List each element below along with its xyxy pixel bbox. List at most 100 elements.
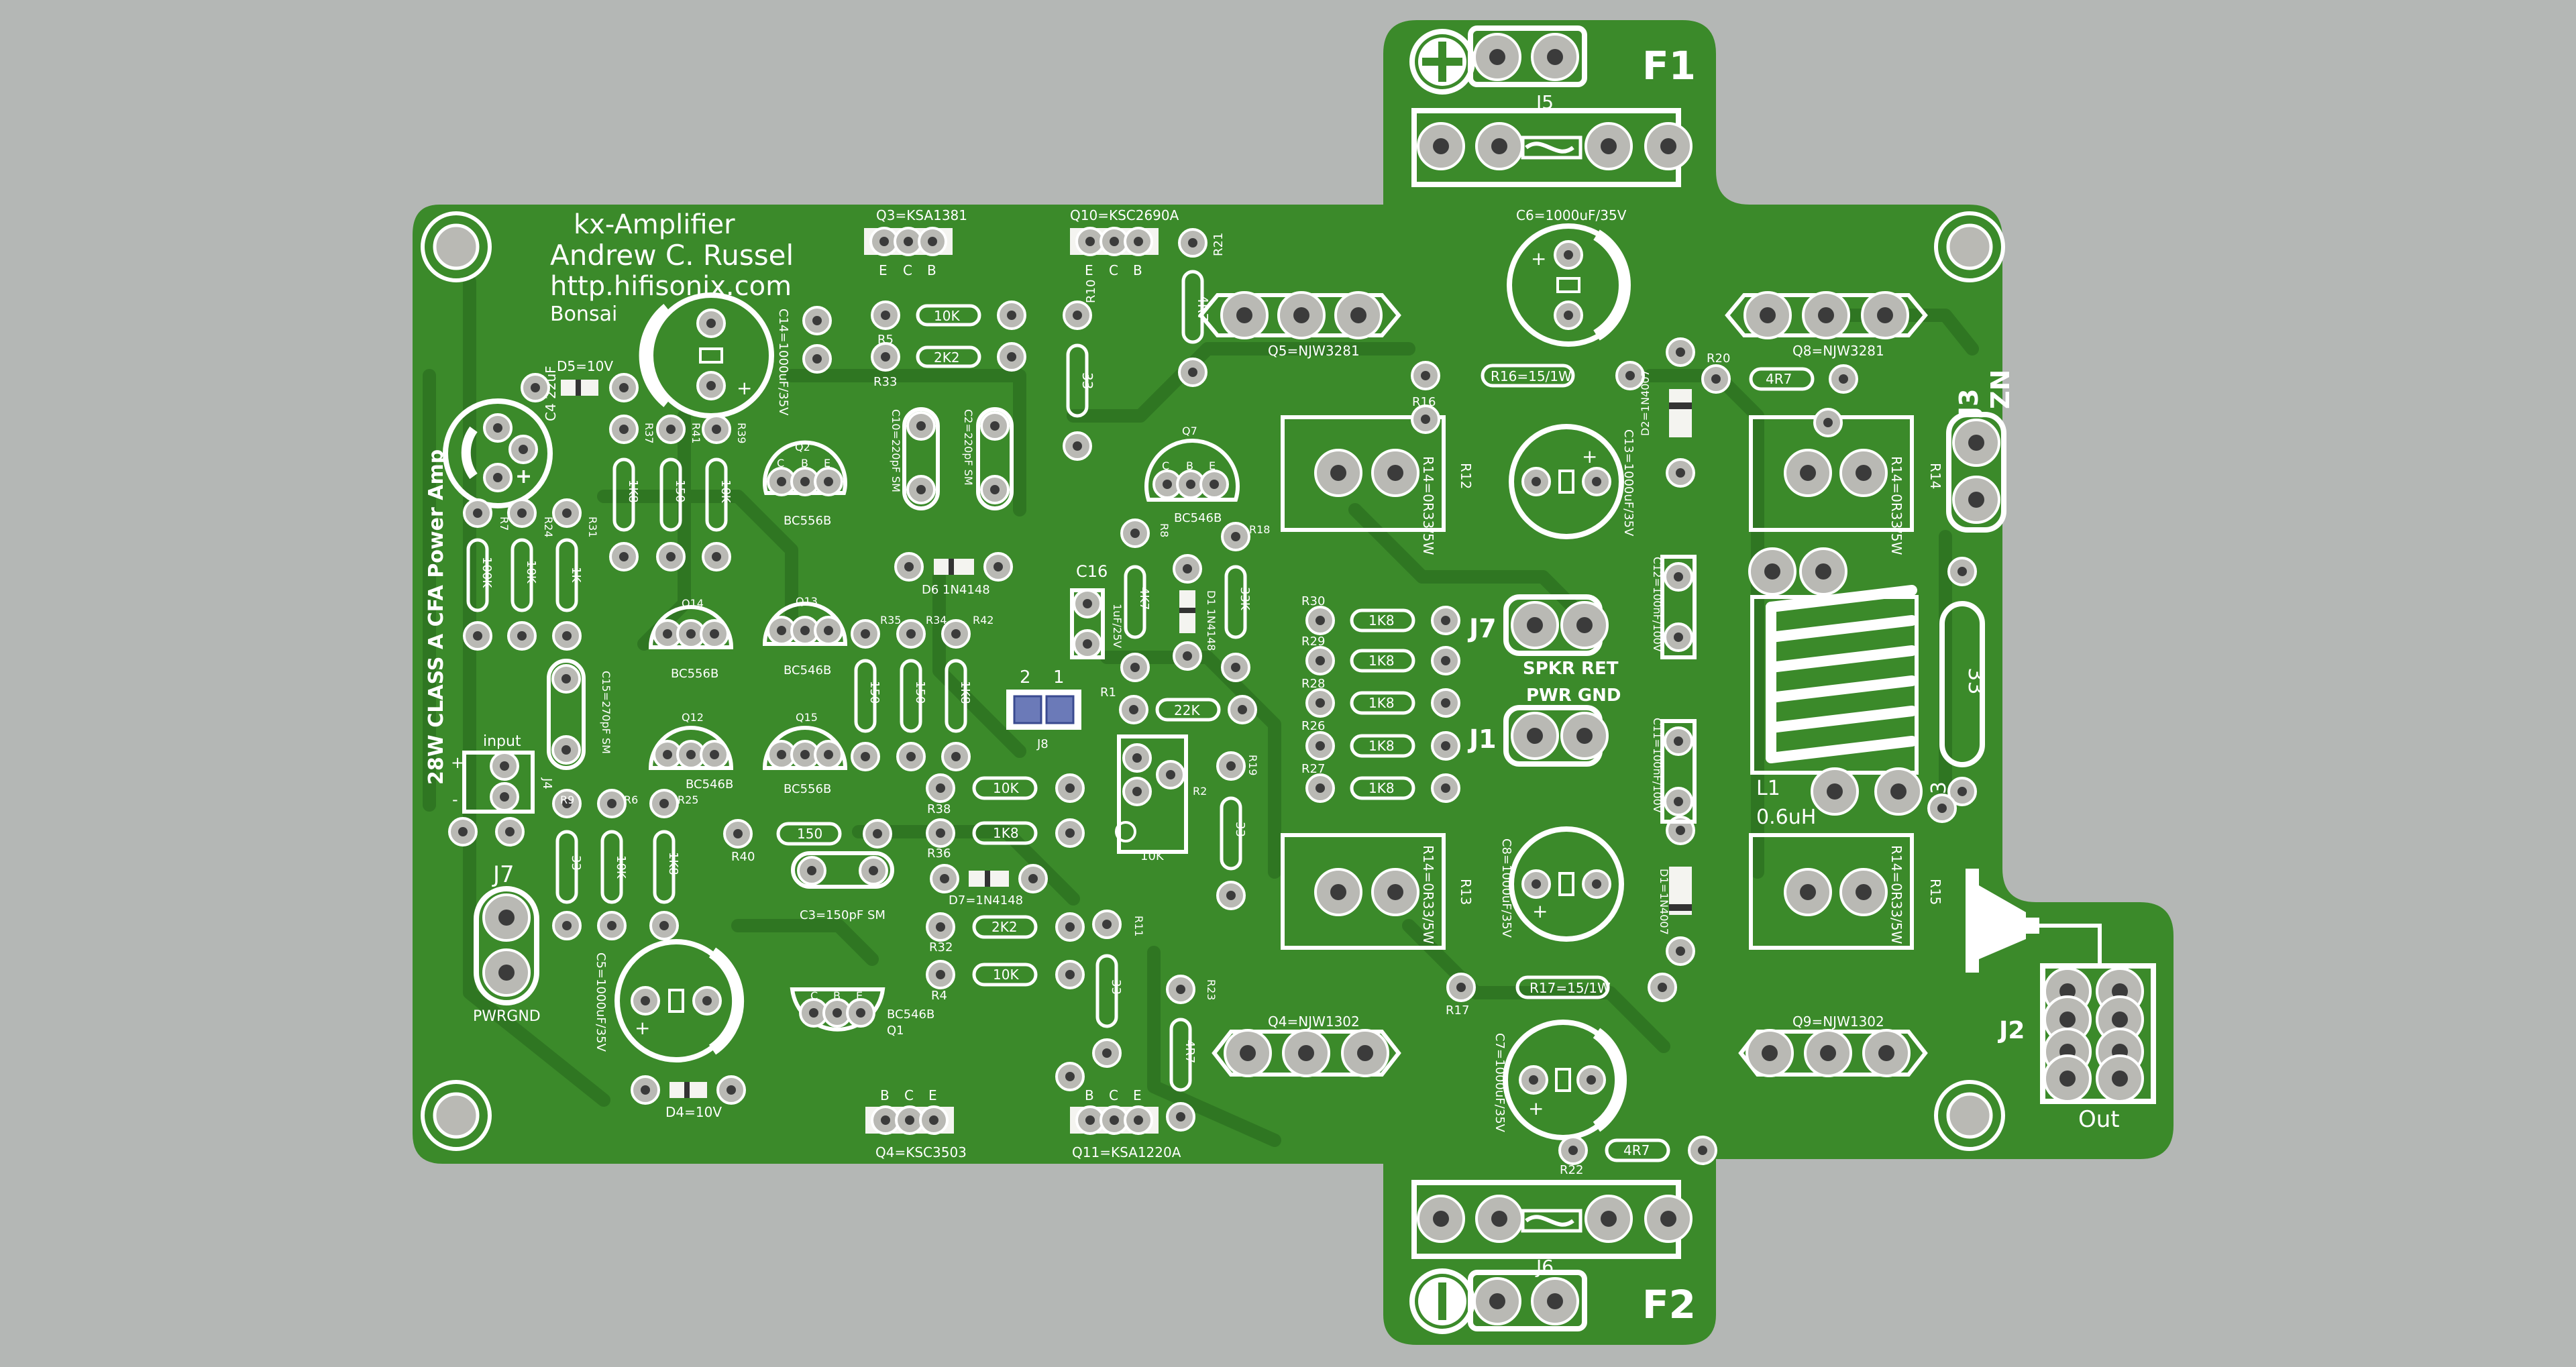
speaker-icon xyxy=(1966,869,2102,973)
c13-label: C13=1000uF/35V xyxy=(1621,429,1635,537)
r25-resistor: 1K8 xyxy=(649,789,680,940)
r42-resistor: 1K8 xyxy=(941,619,972,771)
svg-text:B: B xyxy=(801,457,808,470)
r33-resistor: 2K2 xyxy=(871,342,1026,372)
copper-traces xyxy=(423,275,1979,1147)
minus-symbol xyxy=(1409,1268,1475,1334)
svg-text:BC546B: BC546B xyxy=(686,777,733,791)
q2-transistor: Q2 C B E BC556B xyxy=(763,440,847,528)
svg-text:1K8: 1K8 xyxy=(958,681,972,704)
c4-capacitor: + xyxy=(443,398,553,508)
r10-label: R10 xyxy=(1084,280,1098,303)
r4-label: R4 xyxy=(931,989,947,1003)
d4-diode xyxy=(631,1075,746,1105)
svg-text:10K: 10K xyxy=(524,560,538,584)
svg-text:4R7: 4R7 xyxy=(1183,1040,1197,1063)
r32-resistor: 2K2 xyxy=(926,912,1085,942)
svg-text:E: E xyxy=(879,262,888,278)
q4-power-transistor xyxy=(1212,1029,1401,1077)
c11-capacitor xyxy=(1660,719,1697,824)
q11-pins: B C E xyxy=(1085,1087,1142,1103)
svg-text:+: + xyxy=(515,465,532,488)
svg-text:Q1: Q1 xyxy=(887,1024,904,1038)
c8-label: C8=1000uF/35V xyxy=(1499,838,1513,938)
r17-label: R17 xyxy=(1446,1003,1469,1018)
svg-text:R12: R12 xyxy=(1458,463,1474,489)
svg-text:+: + xyxy=(1532,900,1548,922)
board-author: Andrew C. Russel xyxy=(550,239,794,272)
svg-text:+: + xyxy=(737,377,752,399)
r17-resistor: R17=15/1W xyxy=(1446,973,1677,1002)
c7-label: C7=1000uF/35V xyxy=(1493,1033,1507,1133)
svg-text:R13: R13 xyxy=(1458,879,1474,905)
svg-text:J4: J4 xyxy=(540,777,554,789)
r22-resistor: 4R7 xyxy=(1558,1136,1717,1165)
svg-text:BC546B: BC546B xyxy=(784,663,831,677)
d1-diode xyxy=(1173,554,1202,671)
svg-text:input: input xyxy=(483,733,521,750)
r16-resistor: R16=15/1W xyxy=(1411,361,1645,390)
out-label: Out xyxy=(2078,1106,2120,1133)
j2-label: J2 xyxy=(1997,1017,2025,1044)
q10-transistor xyxy=(1070,227,1159,256)
svg-text:2K2: 2K2 xyxy=(991,919,1018,935)
c12-capacitor xyxy=(1660,555,1697,659)
svg-text:1K8: 1K8 xyxy=(1368,653,1395,669)
svg-text:Q2: Q2 xyxy=(795,441,810,453)
zn-label: ZN xyxy=(1986,370,2015,409)
r37-resistor: 1K8 xyxy=(609,415,640,571)
svg-text:B: B xyxy=(1186,459,1193,472)
spkr-ret-label: SPKR RET xyxy=(1523,659,1619,679)
svg-text:1K8: 1K8 xyxy=(1368,780,1395,796)
j7-left-label: J7 xyxy=(492,861,515,888)
q10-pins: E C B xyxy=(1085,262,1142,278)
r23-label: R23 xyxy=(1205,979,1218,1000)
svg-text:B: B xyxy=(833,989,841,1002)
r20-resistor: 4R7 xyxy=(1701,364,1858,394)
svg-text:+: + xyxy=(1531,248,1546,270)
svg-text:C: C xyxy=(1162,459,1169,472)
r21-label: R21 xyxy=(1212,233,1226,256)
q3-label: Q3=KSA1381 xyxy=(876,207,967,223)
svg-text:R16=15/1W: R16=15/1W xyxy=(1491,368,1572,384)
c10-capacitor: C10=220pF SM xyxy=(890,407,940,510)
r41-resistor: 150 xyxy=(656,415,687,571)
svg-text:R14: R14 xyxy=(1927,463,1943,489)
r12-power-resistor: R14=0R33/5W R12 xyxy=(1281,415,1474,555)
r26-resistor: 1K8 xyxy=(1305,731,1460,761)
d3-label: D1=1N4007 xyxy=(1658,869,1670,935)
plus-symbol xyxy=(1409,29,1475,95)
r1-resistor: 22K xyxy=(1119,695,1257,724)
f1-label: F1 xyxy=(1642,43,1696,89)
j7-top-connector xyxy=(1503,594,1609,656)
svg-text:4R7: 4R7 xyxy=(1195,295,1211,321)
svg-text:2K2: 2K2 xyxy=(934,349,960,366)
svg-text:+: + xyxy=(1528,1097,1544,1119)
d5-label: D5=10V xyxy=(557,358,613,374)
svg-text:Q12: Q12 xyxy=(682,711,704,724)
svg-text:C2=220pF SM: C2=220pF SM xyxy=(962,409,975,486)
r11-label: R11 xyxy=(1132,916,1145,936)
r5-resistor: 10K xyxy=(871,300,1026,330)
svg-text:C: C xyxy=(1109,1087,1118,1103)
q5-power-transistor xyxy=(1198,291,1401,339)
svg-text:150: 150 xyxy=(673,480,687,502)
r32-label: R32 xyxy=(929,940,953,954)
svg-text:R17=15/1W: R17=15/1W xyxy=(1529,980,1611,996)
svg-text:22K: 22K xyxy=(1174,702,1200,718)
r2-label: R2 xyxy=(1193,785,1207,798)
svg-text:150: 150 xyxy=(867,681,881,704)
svg-text:Q15: Q15 xyxy=(796,711,818,724)
d4-label: D4=10V xyxy=(665,1104,722,1120)
svg-text:Q7: Q7 xyxy=(1182,425,1197,437)
svg-text:10K: 10K xyxy=(1140,849,1165,863)
j2-out-connector xyxy=(2040,963,2156,1104)
r30-label: R30 xyxy=(1301,594,1325,608)
svg-text:J8: J8 xyxy=(1036,737,1049,751)
svg-text:B: B xyxy=(927,262,936,278)
q4-label: Q4=NJW1302 xyxy=(1268,1014,1360,1030)
r20-label: R20 xyxy=(1707,351,1730,366)
svg-text:1K8: 1K8 xyxy=(666,852,680,875)
r39-resistor: 10K xyxy=(702,415,733,571)
c16-capacitor xyxy=(1070,588,1105,659)
